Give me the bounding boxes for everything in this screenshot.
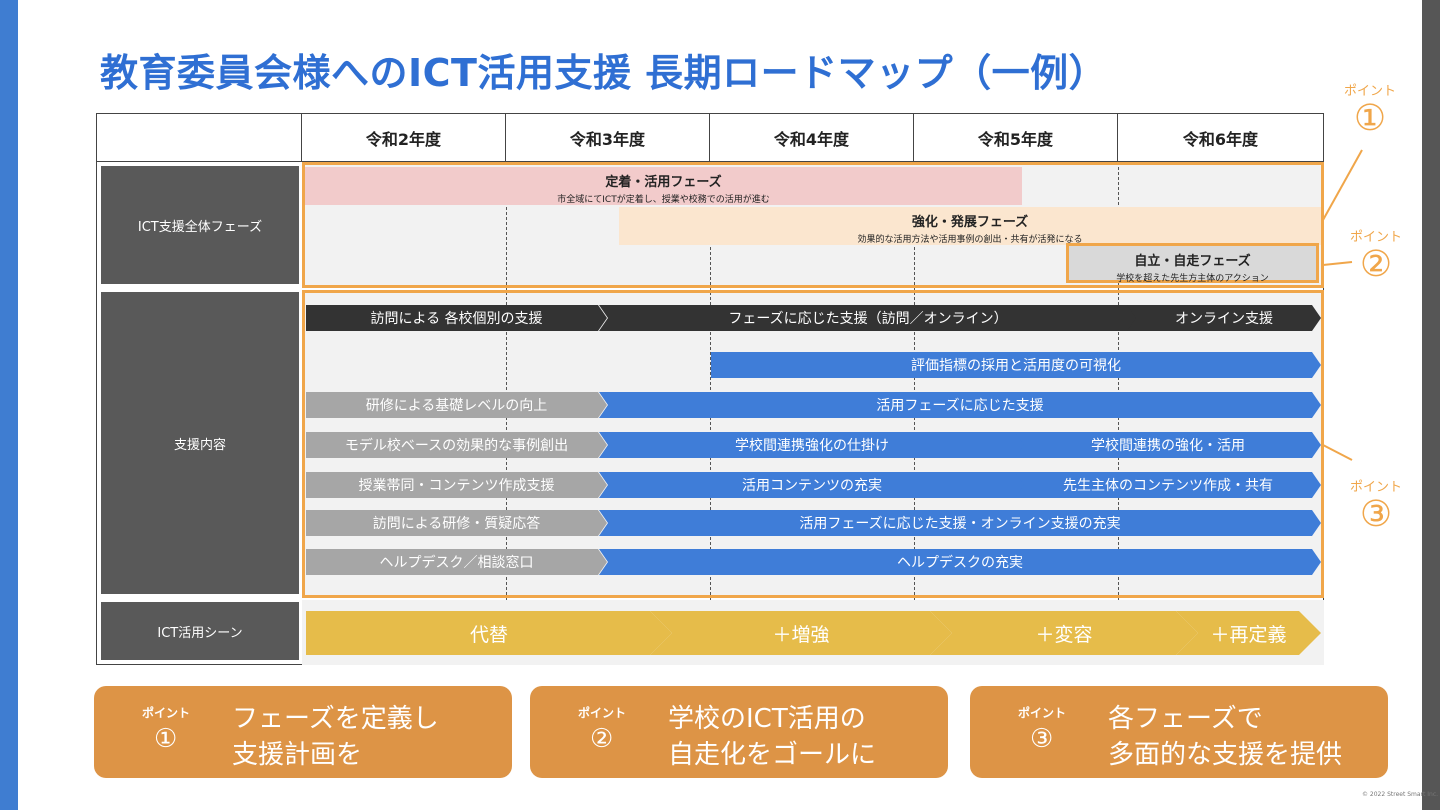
point-card-3: ポイント ③ 各フェーズで 多面的な支援を提供 [970, 686, 1388, 778]
support-arrow: ヘルプデスクの充実 [599, 549, 1321, 575]
point-1-callout: ポイント ① [1330, 80, 1410, 139]
year-divider [1118, 162, 1119, 600]
year-divider [710, 162, 711, 600]
support-arrow: 先生主体のコンテンツ作成・共有 [1015, 472, 1321, 498]
point-3-callout: ポイント ③ [1336, 476, 1416, 535]
year-header-1: 令和2年度 [302, 114, 506, 162]
point-1-highlight [302, 162, 1324, 288]
phase-desc: 市全域にてICTが定着し、授業や校務での活用が進む [557, 195, 770, 205]
point-3-highlight [302, 290, 1324, 598]
phase-desc: 効果的な活用方法や活用事例の創出・共有が活発になる [857, 235, 1083, 245]
card-text-line2: 多面的な支援を提供 [1108, 740, 1343, 770]
phase-name: 定着・活用フェーズ [605, 175, 722, 190]
support-arrow: 訪問による 各校個別の支援 [306, 305, 607, 331]
phase-name: 強化・発展フェーズ [911, 215, 1029, 230]
card-text-line1: 学校のICT活用の [668, 704, 866, 734]
support-arrow: 研修による基礎レベルの向上 [306, 392, 607, 418]
scene-arrow: ＋再定義 [1176, 611, 1321, 655]
point-label: ポイント [1349, 480, 1402, 495]
scene-arrow: ＋変容 [930, 611, 1198, 655]
point-label: ポイント [1349, 230, 1402, 245]
point-2-callout: ポイント ② [1336, 226, 1416, 285]
support-arrow: 訪問による研修・質疑応答 [306, 510, 607, 536]
scene-arrow: 代替 [306, 611, 672, 655]
year-header-4: 令和5年度 [914, 114, 1118, 162]
phase-name: 自立・自走フェーズ [1134, 254, 1251, 269]
support-arrow: オンライン支援 [1127, 305, 1321, 331]
year-divider [506, 162, 507, 600]
row-label-scene: ICT活用シーン [101, 602, 299, 660]
row-label-support: 支援内容 [101, 292, 299, 594]
phase-band-1: 定着・活用フェーズ 市全域にてICTが定着し、授業や校務での活用が進む [305, 167, 1022, 205]
card-point-label: ポイント [1018, 706, 1067, 720]
support-arrow: フェーズに応じた支援（訪問／オンライン） [599, 305, 1137, 331]
left-accent-bar [0, 0, 18, 810]
support-arrow: 活用フェーズに応じた支援・オンライン支援の充実 [599, 510, 1321, 536]
support-arrow: 授業帯同・コンテンツ作成支援 [306, 472, 607, 498]
point-number: ① [1353, 98, 1387, 139]
support-arrow: 評価指標の採用と活用度の可視化 [711, 352, 1321, 378]
phase-band-3: 自立・自走フェーズ 学校を超えた先生方主体のアクション [1066, 243, 1319, 284]
point-number: ② [1359, 244, 1393, 285]
point-callout-lines [1322, 149, 1363, 461]
support-arrow: モデル校ベースの効果的な事例創出 [306, 432, 607, 458]
right-accent-bar [1422, 0, 1440, 810]
year-header-3: 令和4年度 [710, 114, 914, 162]
support-arrow: 学校間連携の強化・活用 [1015, 432, 1321, 458]
card-text-line1: 各フェーズで [1108, 704, 1263, 734]
support-arrow: ヘルプデスク／相談窓口 [306, 549, 607, 575]
card-point-label: ポイント [142, 706, 191, 720]
point-card-2: ポイント ② 学校のICT活用の 自走化をゴールに [530, 686, 948, 778]
point-label: ポイント [1343, 84, 1396, 99]
card-text-line2: 自走化をゴールに [668, 740, 877, 770]
card-point-number: ① [154, 724, 178, 754]
row-label-phase: ICT支援全体フェーズ [101, 166, 299, 284]
year-divider [914, 162, 915, 600]
header-corner [97, 114, 302, 162]
year-header-2: 令和3年度 [506, 114, 710, 162]
support-arrow: 活用フェーズに応じた支援 [599, 392, 1321, 418]
phase-band-2: 強化・発展フェーズ 効果的な活用方法や活用事例の創出・共有が活発になる [619, 207, 1321, 245]
year-header-5: 令和6年度 [1118, 114, 1323, 162]
card-point-number: ② [590, 724, 614, 754]
point-number: ③ [1359, 494, 1393, 535]
card-point-label: ポイント [578, 706, 627, 720]
card-point-number: ③ [1030, 724, 1054, 754]
support-arrow: 活用コンテンツの充実 [599, 472, 1025, 498]
roadmap-grid: 令和2年度 令和3年度 令和4年度 令和5年度 令和6年度 ICT支援全体フェー… [96, 113, 1324, 665]
phase-desc: 学校を超えた先生方主体のアクション [1116, 274, 1269, 284]
card-text-line2: 支援計画を [232, 740, 363, 770]
scene-arrow: ＋増強 [650, 611, 952, 655]
copyright: © 2022 Street Smart Inc. [1362, 791, 1439, 798]
point-card-1: ポイント ① フェーズを定義し 支援計画を [94, 686, 512, 778]
card-text-line1: フェーズを定義し [232, 704, 439, 734]
support-arrow: 学校間連携強化の仕掛け [599, 432, 1025, 458]
page-title: 教育委員会様へのICT活用支援 長期ロードマップ（一例） [100, 51, 1108, 95]
